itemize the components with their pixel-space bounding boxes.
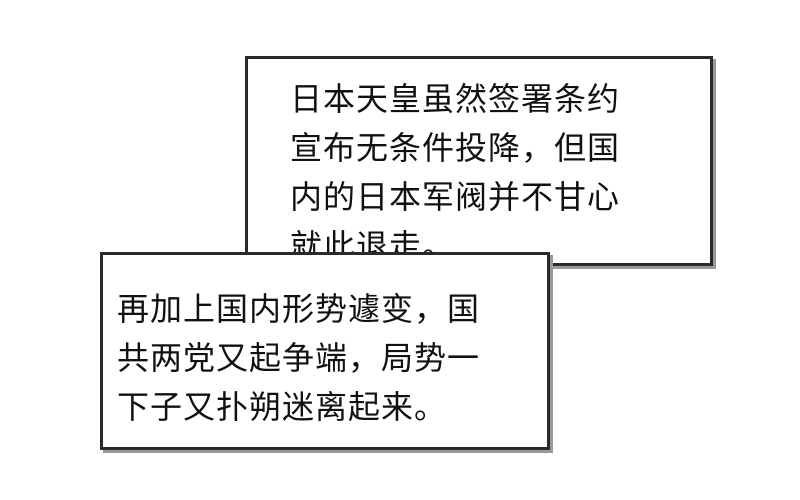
caption-line: 宣布无条件投降，但国 — [290, 129, 621, 167]
caption-line: 再加上国内形势遽变，国 — [117, 290, 481, 328]
caption-box-top: 日本天皇虽然签署条约 宣布无条件投降，但国 内的日本军阀并不甘心 就此退走。 — [245, 56, 713, 266]
caption-text-bottom: 再加上国内形势遽变，国 共两党又起争端，局势一 下子又扑朔迷离起来。 — [117, 285, 480, 432]
caption-line: 共两党又起争端，局势一 — [117, 339, 481, 377]
caption-text-top: 日本天皇虽然签署条约 宣布无条件投降，但国 内的日本军阀并不甘心 就此退走。 — [290, 75, 620, 271]
caption-line: 下子又扑朔迷离起来。 — [117, 388, 448, 426]
caption-line: 内的日本军阀并不甘心 — [290, 178, 621, 216]
caption-line: 日本天皇虽然签署条约 — [290, 80, 621, 118]
caption-box-bottom: 再加上国内形势遽变，国 共两党又起争端，局势一 下子又扑朔迷离起来。 — [100, 252, 550, 450]
